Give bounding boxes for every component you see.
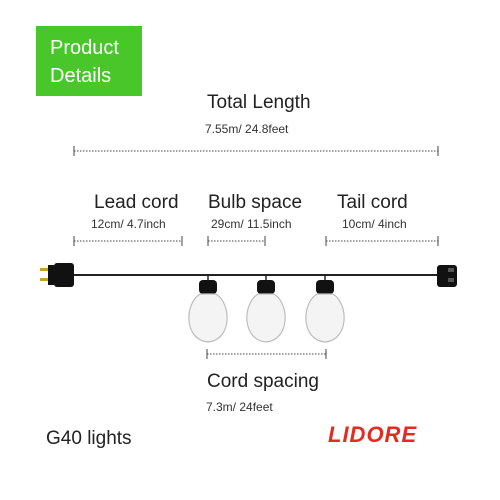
bulb-icon (188, 275, 228, 343)
badge-line2: Details (50, 65, 112, 87)
lead-cord-value: 12cm/ 4.7inch (91, 217, 166, 231)
total-length-value: 7.55m/ 24.8feet (205, 122, 289, 136)
cord-spacing-title: Cord spacing (207, 371, 319, 392)
bulb-space-value: 29cm/ 11.5inch (211, 217, 292, 231)
brand-logo: LIDORE (328, 422, 418, 447)
tail-cord-value: 10cm/ 4inch (342, 217, 407, 231)
bulb-icon (305, 275, 345, 343)
badge-line1: Product (50, 37, 119, 59)
total-length-title: Total Length (207, 92, 311, 113)
product-details-badge: Product Details (36, 26, 142, 96)
total-length-dimension (73, 146, 439, 156)
bulb-space-title: Bulb space (208, 192, 303, 213)
socket-icon (437, 265, 457, 287)
bulb-space-dimension (207, 236, 266, 246)
lead-cord-title: Lead cord (94, 192, 179, 213)
tail-cord-dimension (325, 236, 439, 246)
product-name: G40 lights (46, 428, 132, 449)
plug-icon (40, 263, 74, 287)
cord-spacing-dimension (206, 349, 327, 359)
tail-cord-title: Tail cord (337, 192, 408, 213)
bulb-icon (246, 275, 286, 343)
cord-spacing-value: 7.3m/ 24feet (206, 400, 273, 414)
lead-cord-dimension (73, 236, 183, 246)
